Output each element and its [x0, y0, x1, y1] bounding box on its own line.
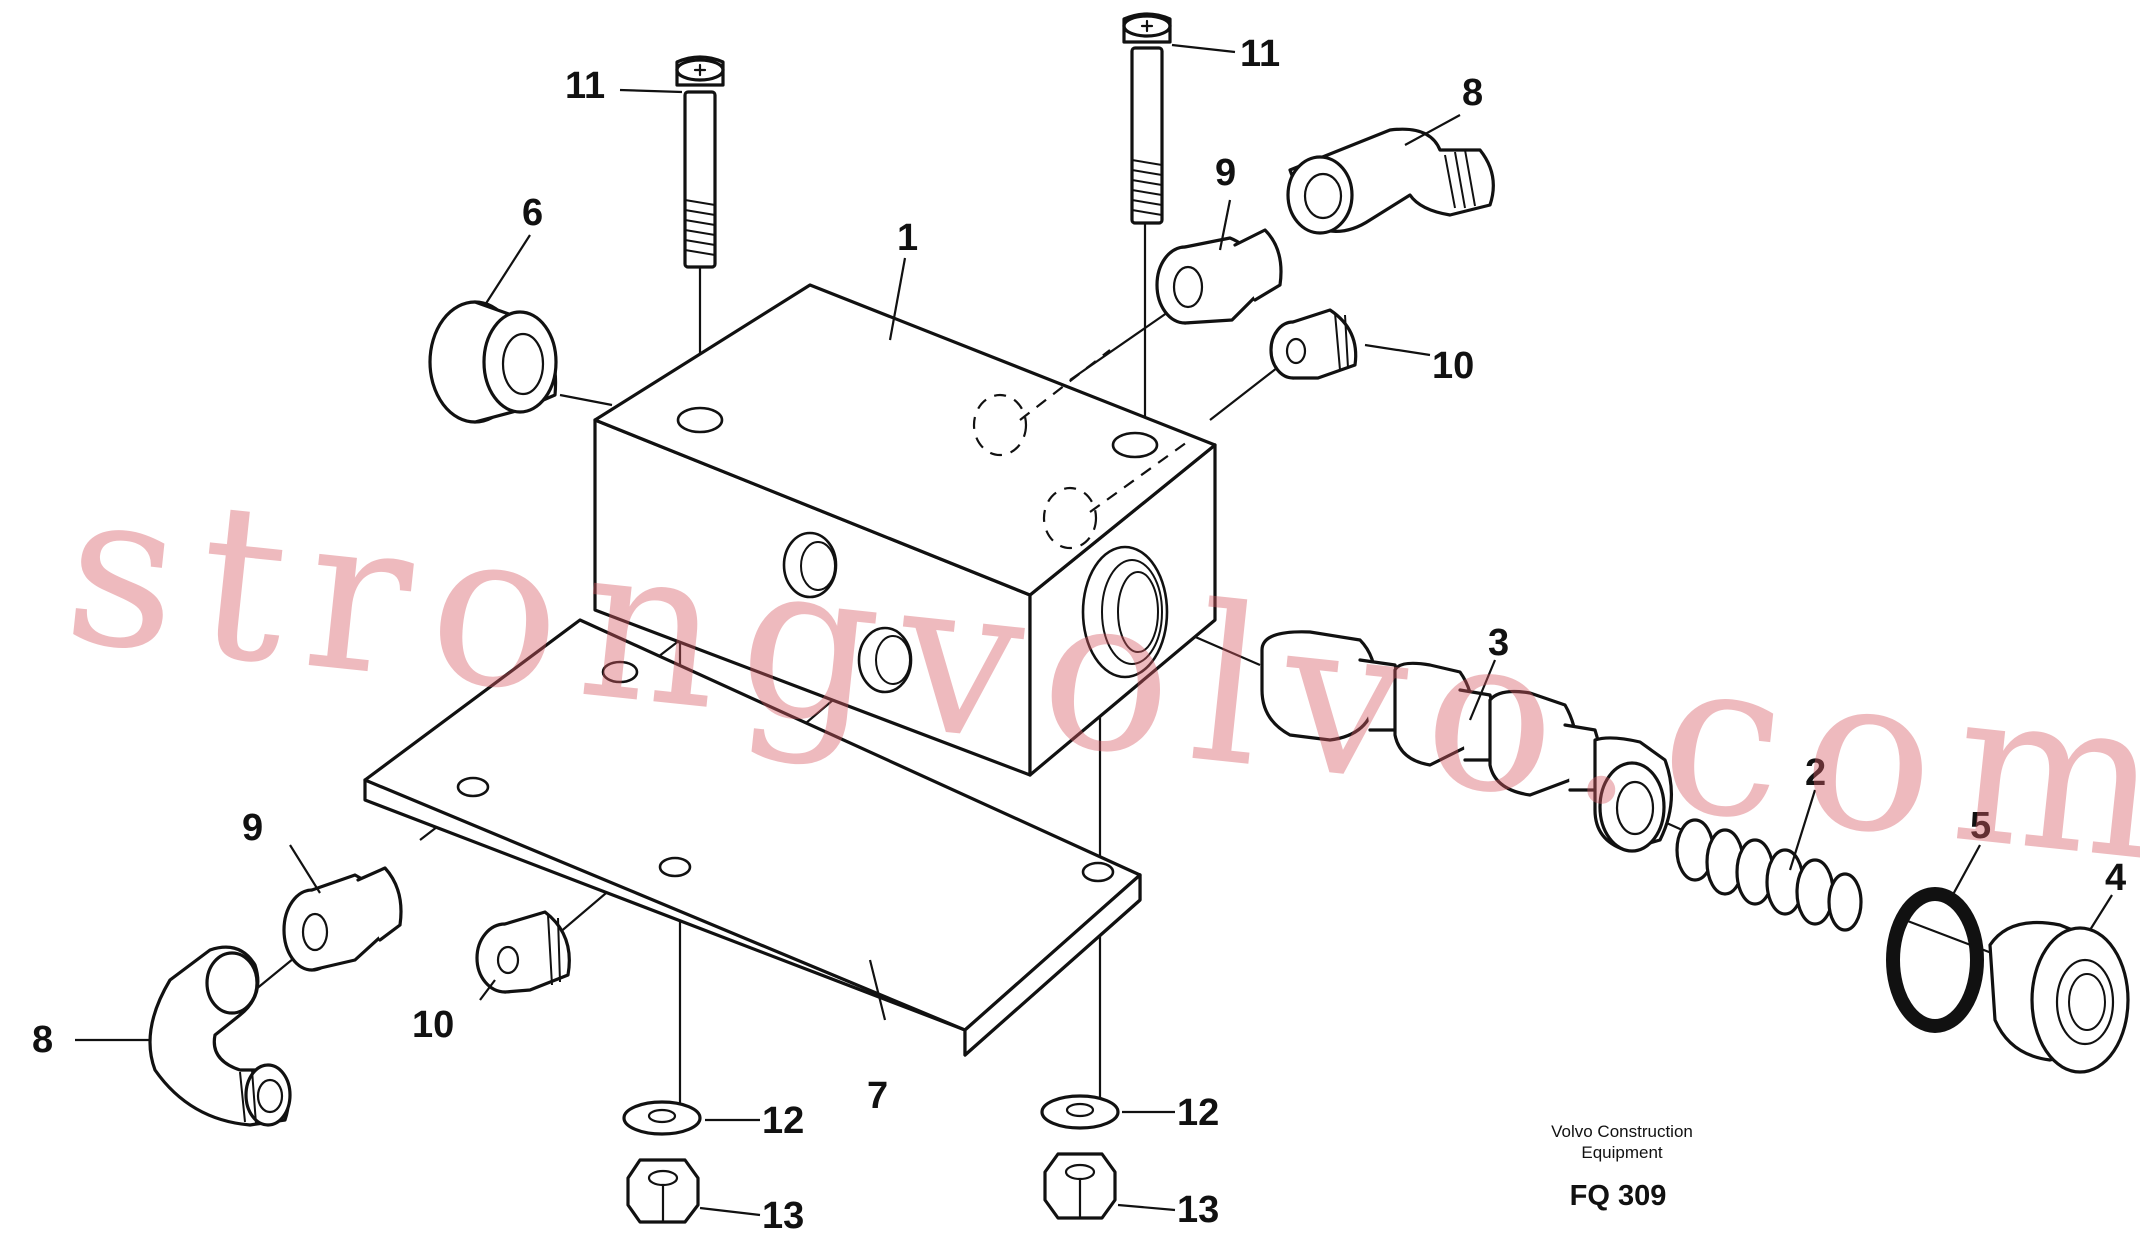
callout-5: 5 [1970, 805, 1991, 847]
callout-numbers: 1 2 3 4 5 6 7 8 8 9 9 10 10 11 11 12 12 … [32, 33, 2126, 1237]
callout-12-right: 12 [1177, 1092, 1219, 1134]
callout-10-upper: 10 [1432, 345, 1474, 387]
callout-11-left: 11 [565, 65, 605, 107]
valve-block [593, 283, 1217, 777]
plug-large [428, 300, 558, 424]
valve-spring [1675, 818, 1863, 932]
callout-1: 1 [897, 217, 918, 259]
callout-7: 7 [867, 1075, 888, 1117]
bolt-left [675, 55, 725, 269]
bolt-right [1122, 12, 1172, 225]
figure-caption: Volvo Construction Equipment FQ 309 [1551, 1122, 1693, 1212]
adapter-lower [282, 866, 403, 972]
callout-13-right: 13 [1177, 1189, 1219, 1231]
callout-2: 2 [1805, 752, 1826, 794]
elbow-upper [1286, 127, 1495, 235]
callout-10-lower: 10 [412, 1004, 454, 1046]
callout-8-lower: 8 [32, 1019, 53, 1061]
nut-right [1043, 1152, 1117, 1220]
elbow-lower [148, 945, 292, 1127]
washer-right [1040, 1094, 1120, 1130]
callout-12-left: 12 [762, 1100, 804, 1142]
callout-9-lower: 9 [242, 807, 263, 849]
callout-6: 6 [522, 192, 543, 234]
callout-11-right: 11 [1240, 33, 1280, 75]
adapter-upper [1155, 228, 1283, 325]
figure-code: FQ 309 [1570, 1180, 1667, 1212]
brand-line-1: Volvo Construction [1551, 1122, 1693, 1141]
callout-13-left: 13 [762, 1195, 804, 1237]
plug-small-upper [1269, 308, 1358, 380]
o-ring [1886, 887, 1984, 1033]
callout-leaders [75, 43, 2113, 1217]
mounting-plate [363, 618, 1142, 1057]
plug-small-lower [475, 910, 571, 994]
end-cap [1988, 920, 2130, 1074]
callout-3: 3 [1488, 622, 1509, 664]
brand-line-2: Equipment [1581, 1143, 1663, 1162]
callout-8-upper: 8 [1462, 72, 1483, 114]
nut-left [626, 1158, 700, 1224]
callout-4: 4 [2105, 857, 2126, 899]
washer-left [622, 1100, 702, 1136]
valve-spool [1260, 630, 1673, 853]
callout-9-upper: 9 [1215, 152, 1236, 194]
